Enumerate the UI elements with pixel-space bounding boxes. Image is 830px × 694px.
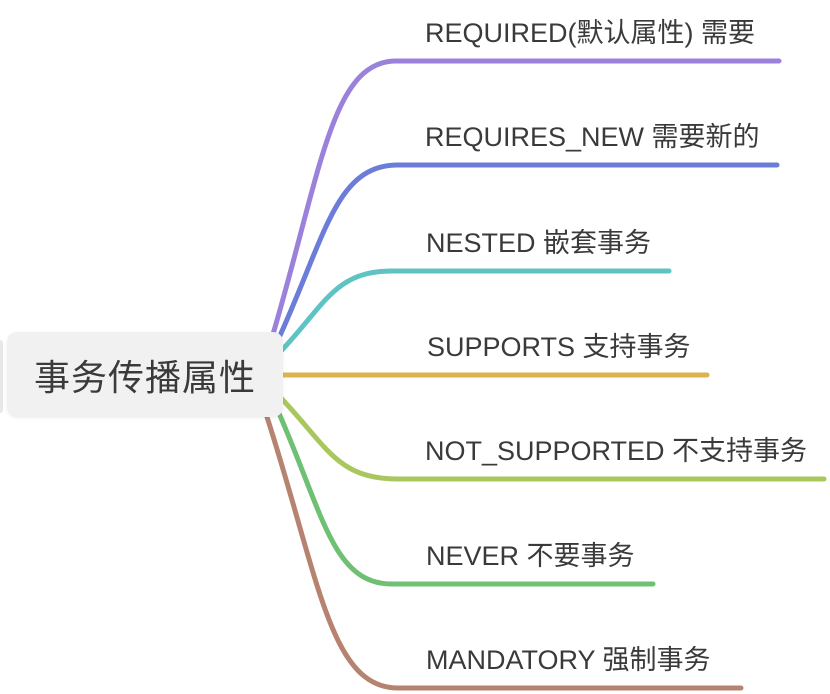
branch-connector-not_supported — [277, 394, 827, 482]
central-node-transaction-propagation[interactable]: 事务传播属性 — [7, 332, 283, 417]
branch-node-not_supported[interactable]: NOT_SUPPORTED 不支持事务 — [425, 436, 808, 466]
branch-node-supports[interactable]: SUPPORTS 支持事务 — [427, 332, 691, 362]
branch-connector-requires_new — [275, 162, 780, 343]
central-node-label: 事务传播属性 — [33, 356, 256, 398]
branch-connector-required — [268, 58, 782, 344]
branch-node-nested[interactable]: NESTED 嵌套事务 — [426, 228, 652, 258]
branch-node-never[interactable]: NEVER 不要事务 — [426, 541, 635, 571]
branch-connector-mandatory — [264, 414, 744, 691]
canvas-edge-fragment — [0, 340, 3, 413]
branch-node-required[interactable]: REQUIRED(默认属性) 需要 — [425, 18, 755, 48]
branch-node-mandatory[interactable]: MANDATORY 强制事务 — [426, 645, 711, 675]
branch-connector-never — [275, 408, 656, 587]
branch-connector-nested — [279, 268, 672, 353]
branch-node-requires_new[interactable]: REQUIRES_NEW 需要新的 — [425, 122, 760, 152]
